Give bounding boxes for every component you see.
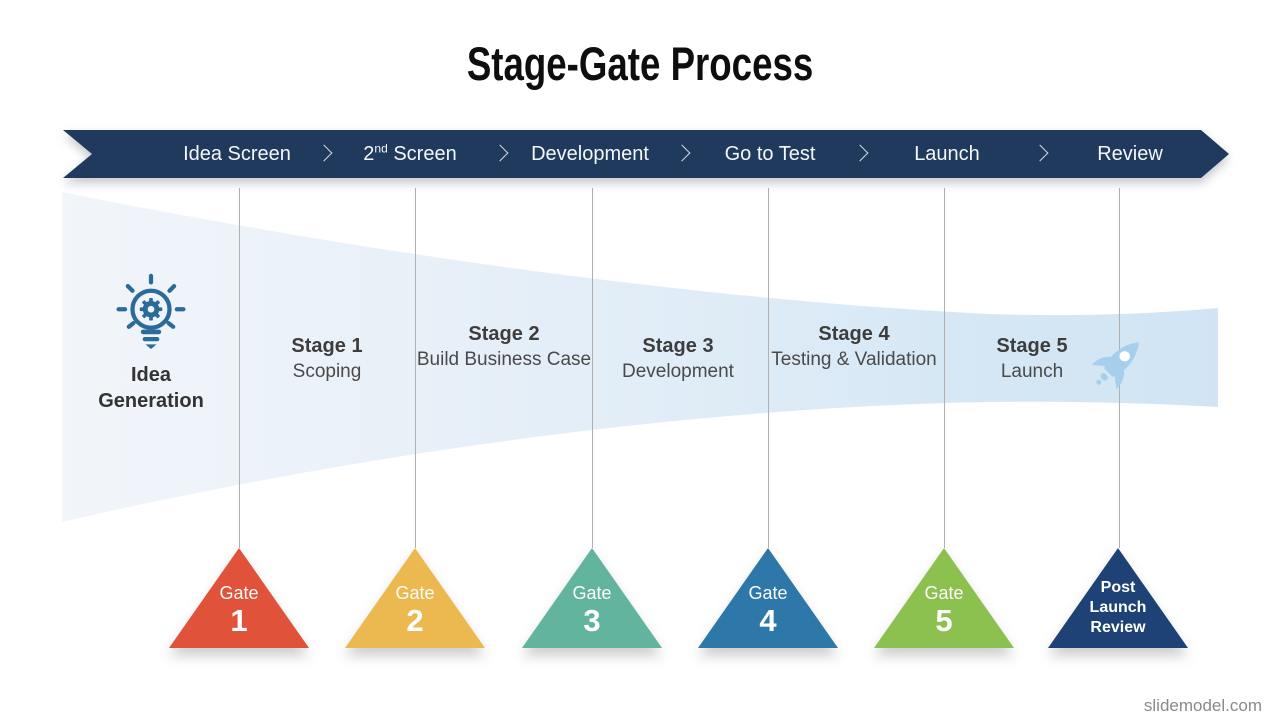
lightbulb-gear-icon — [116, 273, 186, 349]
gate-5-number: 5 — [935, 603, 953, 638]
gate-4-word: Gate — [748, 583, 788, 603]
stage-1-label: Stage 1 Scoping — [239, 334, 415, 384]
watermark-slidemodel[interactable]: slidemodel.com — [1143, 696, 1262, 715]
chevron-separator-icon — [673, 144, 691, 162]
rocket-icon — [1092, 342, 1139, 389]
gate-post-launch-review: Post Launch Review — [1048, 548, 1188, 648]
gate-5-triangle: Gate 5 — [874, 548, 1014, 648]
idea-label-line1: Idea — [130, 364, 172, 386]
stage-2-subtitle: Build Business Case — [416, 349, 592, 370]
gate-2: Gate 2 — [345, 548, 485, 648]
gate-1-triangle: Gate 1 — [169, 548, 309, 648]
gate-line-4 — [768, 188, 769, 548]
page-title: Stage-Gate Process — [0, 36, 1280, 91]
gate-3-number: 3 — [583, 603, 601, 638]
stage-4-label: Stage 4 Testing & Validation — [766, 322, 942, 372]
gate-5: Gate 5 — [874, 548, 1014, 648]
stage-5-subtitle: Launch — [1000, 361, 1064, 382]
gate-1-number: 1 — [230, 603, 248, 638]
stage-2-label: Stage 2 Build Business Case — [416, 322, 592, 372]
stage-4-name: Stage 4 — [818, 323, 890, 345]
process-banner-arrow: Idea Screen 2nd Screen Development Go to… — [63, 130, 1229, 178]
banner-phase-review: Review — [1097, 143, 1163, 165]
chevron-separator-icon — [315, 144, 333, 162]
page-title-text: Stage-Gate Process — [466, 37, 814, 90]
gate-3: Gate 3 — [522, 548, 662, 648]
second-screen-number: 2 — [363, 143, 375, 165]
second-screen-ordinal: nd — [374, 141, 388, 156]
gate-line-1 — [239, 188, 240, 548]
gate-5-word: Gate — [924, 583, 964, 603]
gate-3-word: Gate — [572, 583, 612, 603]
gate-line-5 — [944, 188, 945, 548]
gate-1-word: Gate — [219, 583, 259, 603]
plr-line2: Launch — [1089, 599, 1147, 616]
stage-1-subtitle: Scoping — [292, 361, 362, 382]
stage-3-name: Stage 3 — [642, 335, 714, 357]
stage-4-subtitle: Testing & Validation — [771, 349, 937, 370]
idea-label-line2: Generation — [98, 390, 204, 412]
gate-4-triangle: Gate 4 — [698, 548, 838, 648]
stage-5-name: Stage 5 — [996, 335, 1068, 357]
idea-generation-label: Idea Generation — [63, 362, 239, 414]
gate-post-launch-review-triangle: Post Launch Review — [1048, 548, 1188, 648]
banner-phase-go-to-test: Go to Test — [724, 143, 816, 165]
stage-3-label: Stage 3 Development — [590, 334, 766, 384]
second-screen-word: Screen — [387, 143, 457, 165]
banner-phase-development: Development — [531, 143, 649, 165]
gate-2-word: Gate — [395, 583, 435, 603]
gate-4: Gate 4 — [698, 548, 838, 648]
stage-3-subtitle: Development — [622, 361, 734, 382]
gate-1: Gate 1 — [169, 548, 309, 648]
stage-5-label: Stage 5 Launch — [944, 334, 1120, 384]
gate-2-triangle: Gate 2 — [345, 548, 485, 648]
banner-phase-launch: Launch — [914, 143, 980, 165]
funnel-shape — [62, 192, 1218, 522]
stage-1-name: Stage 1 — [291, 335, 363, 357]
plr-line3: Review — [1090, 619, 1146, 636]
banner-phase-second-screen: 2nd Screen — [363, 130, 456, 178]
gate-3-triangle: Gate 3 — [522, 548, 662, 648]
gate-line-2 — [415, 188, 416, 548]
process-banner: Idea Screen 2nd Screen Development Go to… — [63, 130, 1229, 178]
chevron-separator-icon — [851, 144, 869, 162]
chevron-separator-icon — [1031, 144, 1049, 162]
post-launch-review-label: Post Launch Review — [1090, 578, 1147, 638]
banner-phase-idea-screen: Idea Screen — [183, 143, 291, 165]
gate-4-number: 4 — [759, 603, 777, 638]
chevron-separator-icon — [491, 144, 509, 162]
gate-2-number: 2 — [406, 603, 424, 638]
stage-2-name: Stage 2 — [468, 323, 540, 345]
gate-line-3 — [592, 188, 593, 548]
plr-line1: Post — [1100, 579, 1136, 596]
